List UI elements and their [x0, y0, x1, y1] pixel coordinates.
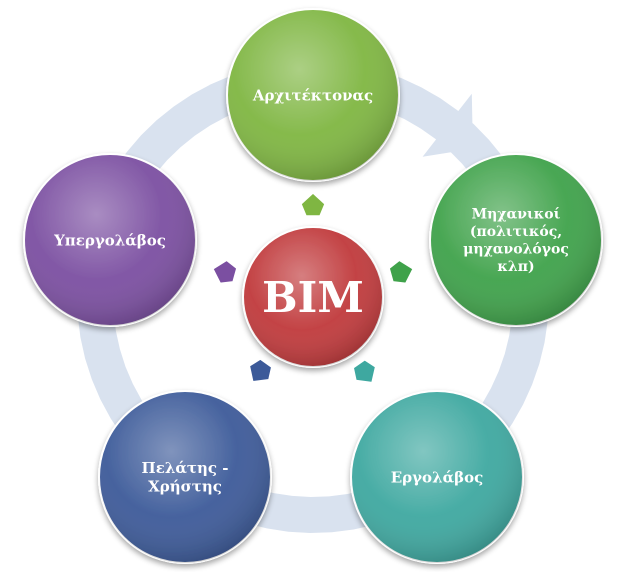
node-label-line: Εργολάβος	[391, 468, 483, 486]
connector-arrow-engineers	[388, 259, 415, 285]
connector-arrow-subcontractor	[211, 259, 238, 285]
node-label-line: Χρήστης	[148, 478, 222, 496]
center-bim: BIM	[242, 226, 384, 368]
connector-arrows	[211, 191, 415, 384]
node-label-client: Πελάτης -Χρήστης	[142, 459, 229, 496]
node-label-line: Αρχιτέκτονας	[252, 86, 373, 104]
connector-arrow-client	[248, 358, 273, 383]
node-contractor: Εργολάβος	[350, 390, 524, 564]
connector-arrow-contractor	[352, 358, 377, 384]
node-client: Πελάτης -Χρήστης	[98, 390, 272, 564]
node-label-line: Πελάτης -	[142, 459, 229, 477]
center-node: BIM	[242, 226, 384, 368]
node-label-line: κλπ)	[497, 259, 534, 275]
node-label-contractor: Εργολάβος	[391, 468, 483, 486]
node-label-line: (πολιτικός,	[470, 224, 562, 240]
connector-arrow-architect	[300, 191, 326, 217]
node-label-line: Μηχανικοί	[472, 206, 561, 223]
node-label-subcontractor: Υπεργολάβος	[53, 231, 166, 249]
node-architect: Αρχιτέκτονας	[226, 8, 400, 182]
node-label-architect: Αρχιτέκτονας	[252, 86, 373, 104]
center-label: BIM	[262, 273, 364, 322]
node-label-line: μηχανολόγος	[463, 242, 569, 258]
node-label-line: Υπεργολάβος	[53, 231, 166, 249]
node-subcontractor: Υπεργολάβος	[23, 153, 197, 327]
